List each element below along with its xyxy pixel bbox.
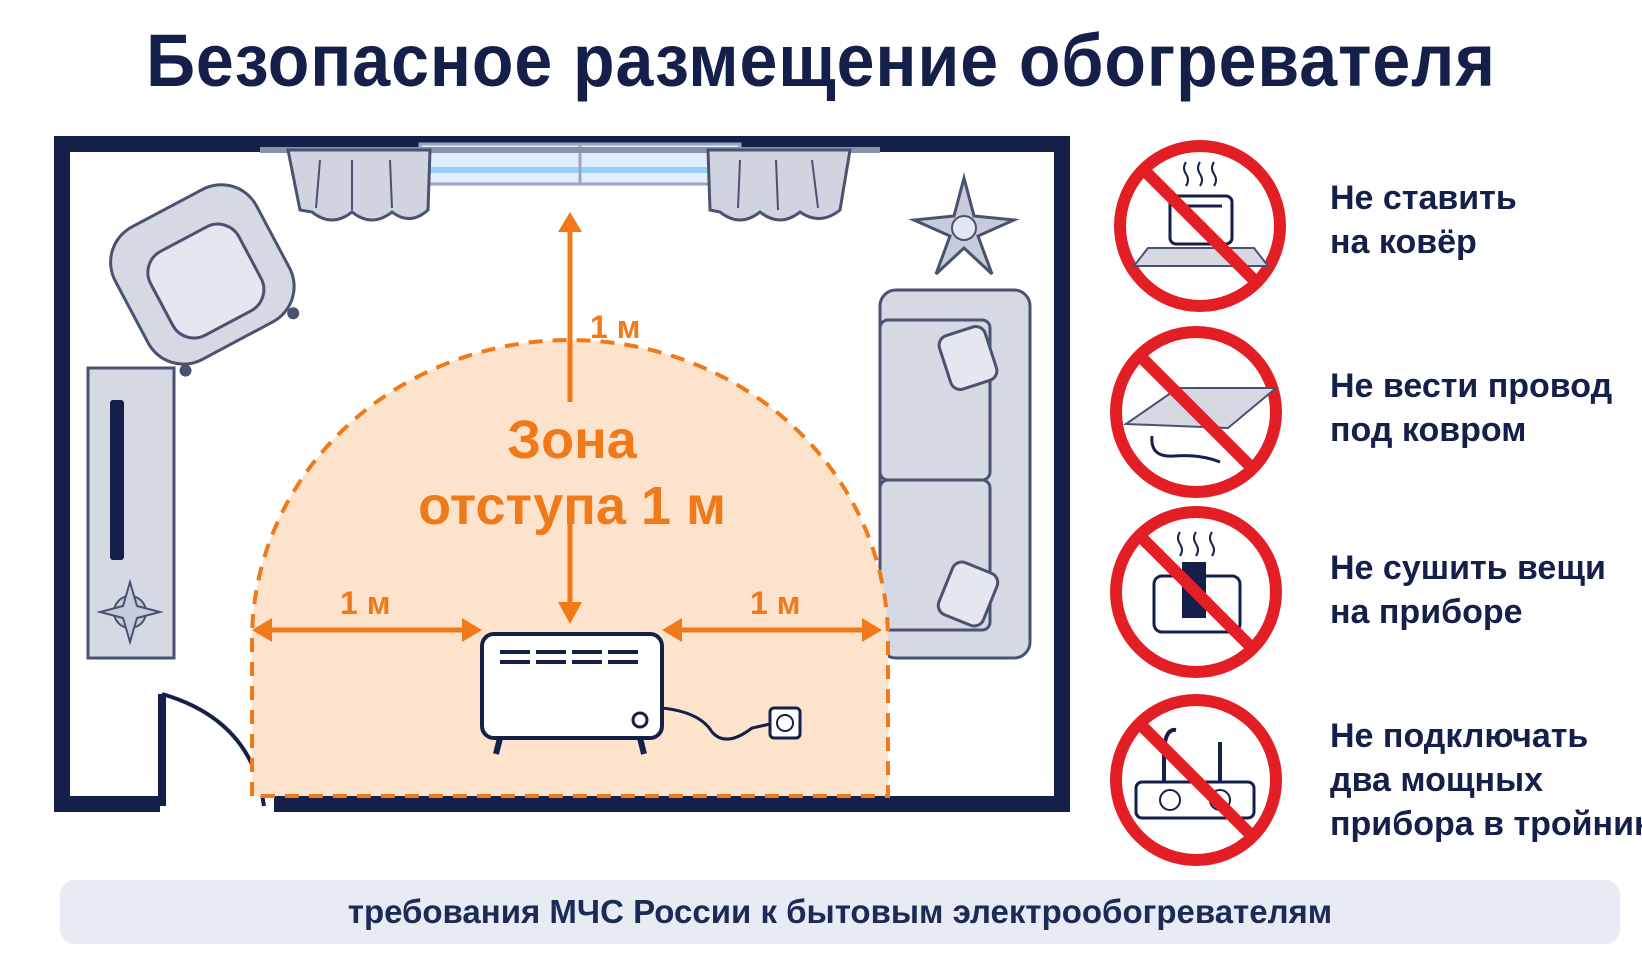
armchair [109,183,300,377]
distance-label-top: 1 м [590,309,640,345]
distance-label-left: 1 м [340,585,390,621]
wall-socket-icon [768,706,802,740]
curtain-right [706,148,852,222]
rule-2-line1: Не вести провод [1330,367,1613,405]
rule-4-line1: Не подключать [1330,717,1589,755]
plant-small [96,578,164,646]
heater-icon [480,632,771,755]
rule-2-text: Не вести провод под ковром [1330,364,1612,452]
rule-4-text: Не подключать два мощных прибора в тройн… [1330,714,1642,846]
prohibition-sign-power-strip [1110,694,1282,866]
rule-4-line3: прибора в тройник [1330,805,1642,843]
zone-label-line2: отступа 1 м [418,476,726,536]
rule-2-line2: под ковром [1330,411,1527,449]
rule-4-line2: два мощных [1330,761,1544,799]
footer-text: требования МЧС России к бытовым электроо… [347,893,1333,930]
rule-1-line1: Не ставить [1330,179,1517,217]
page-title: Безопасное размещение обогревателя [146,19,1496,102]
footer-banner: требования МЧС России к бытовым электроо… [60,880,1620,944]
distance-label-right: 1 м [750,585,800,621]
prohibition-sign-clothes [1110,506,1282,678]
sofa [878,288,1032,660]
distance-arrows [252,212,882,642]
zone-label-line1: Зона [507,410,637,470]
curtain-left [286,148,432,222]
prohibition-sign-carpet [1114,140,1286,312]
rule-3-line1: Не сушить вещи [1330,549,1606,587]
rule-1-line2: на ковёр [1330,223,1477,261]
rule-3-line2: на приборе [1330,593,1523,631]
rule-3-text: Не сушить вещи на приборе [1330,546,1606,634]
plant-large [908,172,1020,276]
rule-1-text: Не ставить на ковёр [1330,176,1517,264]
prohibition-sign-cable [1110,326,1282,498]
